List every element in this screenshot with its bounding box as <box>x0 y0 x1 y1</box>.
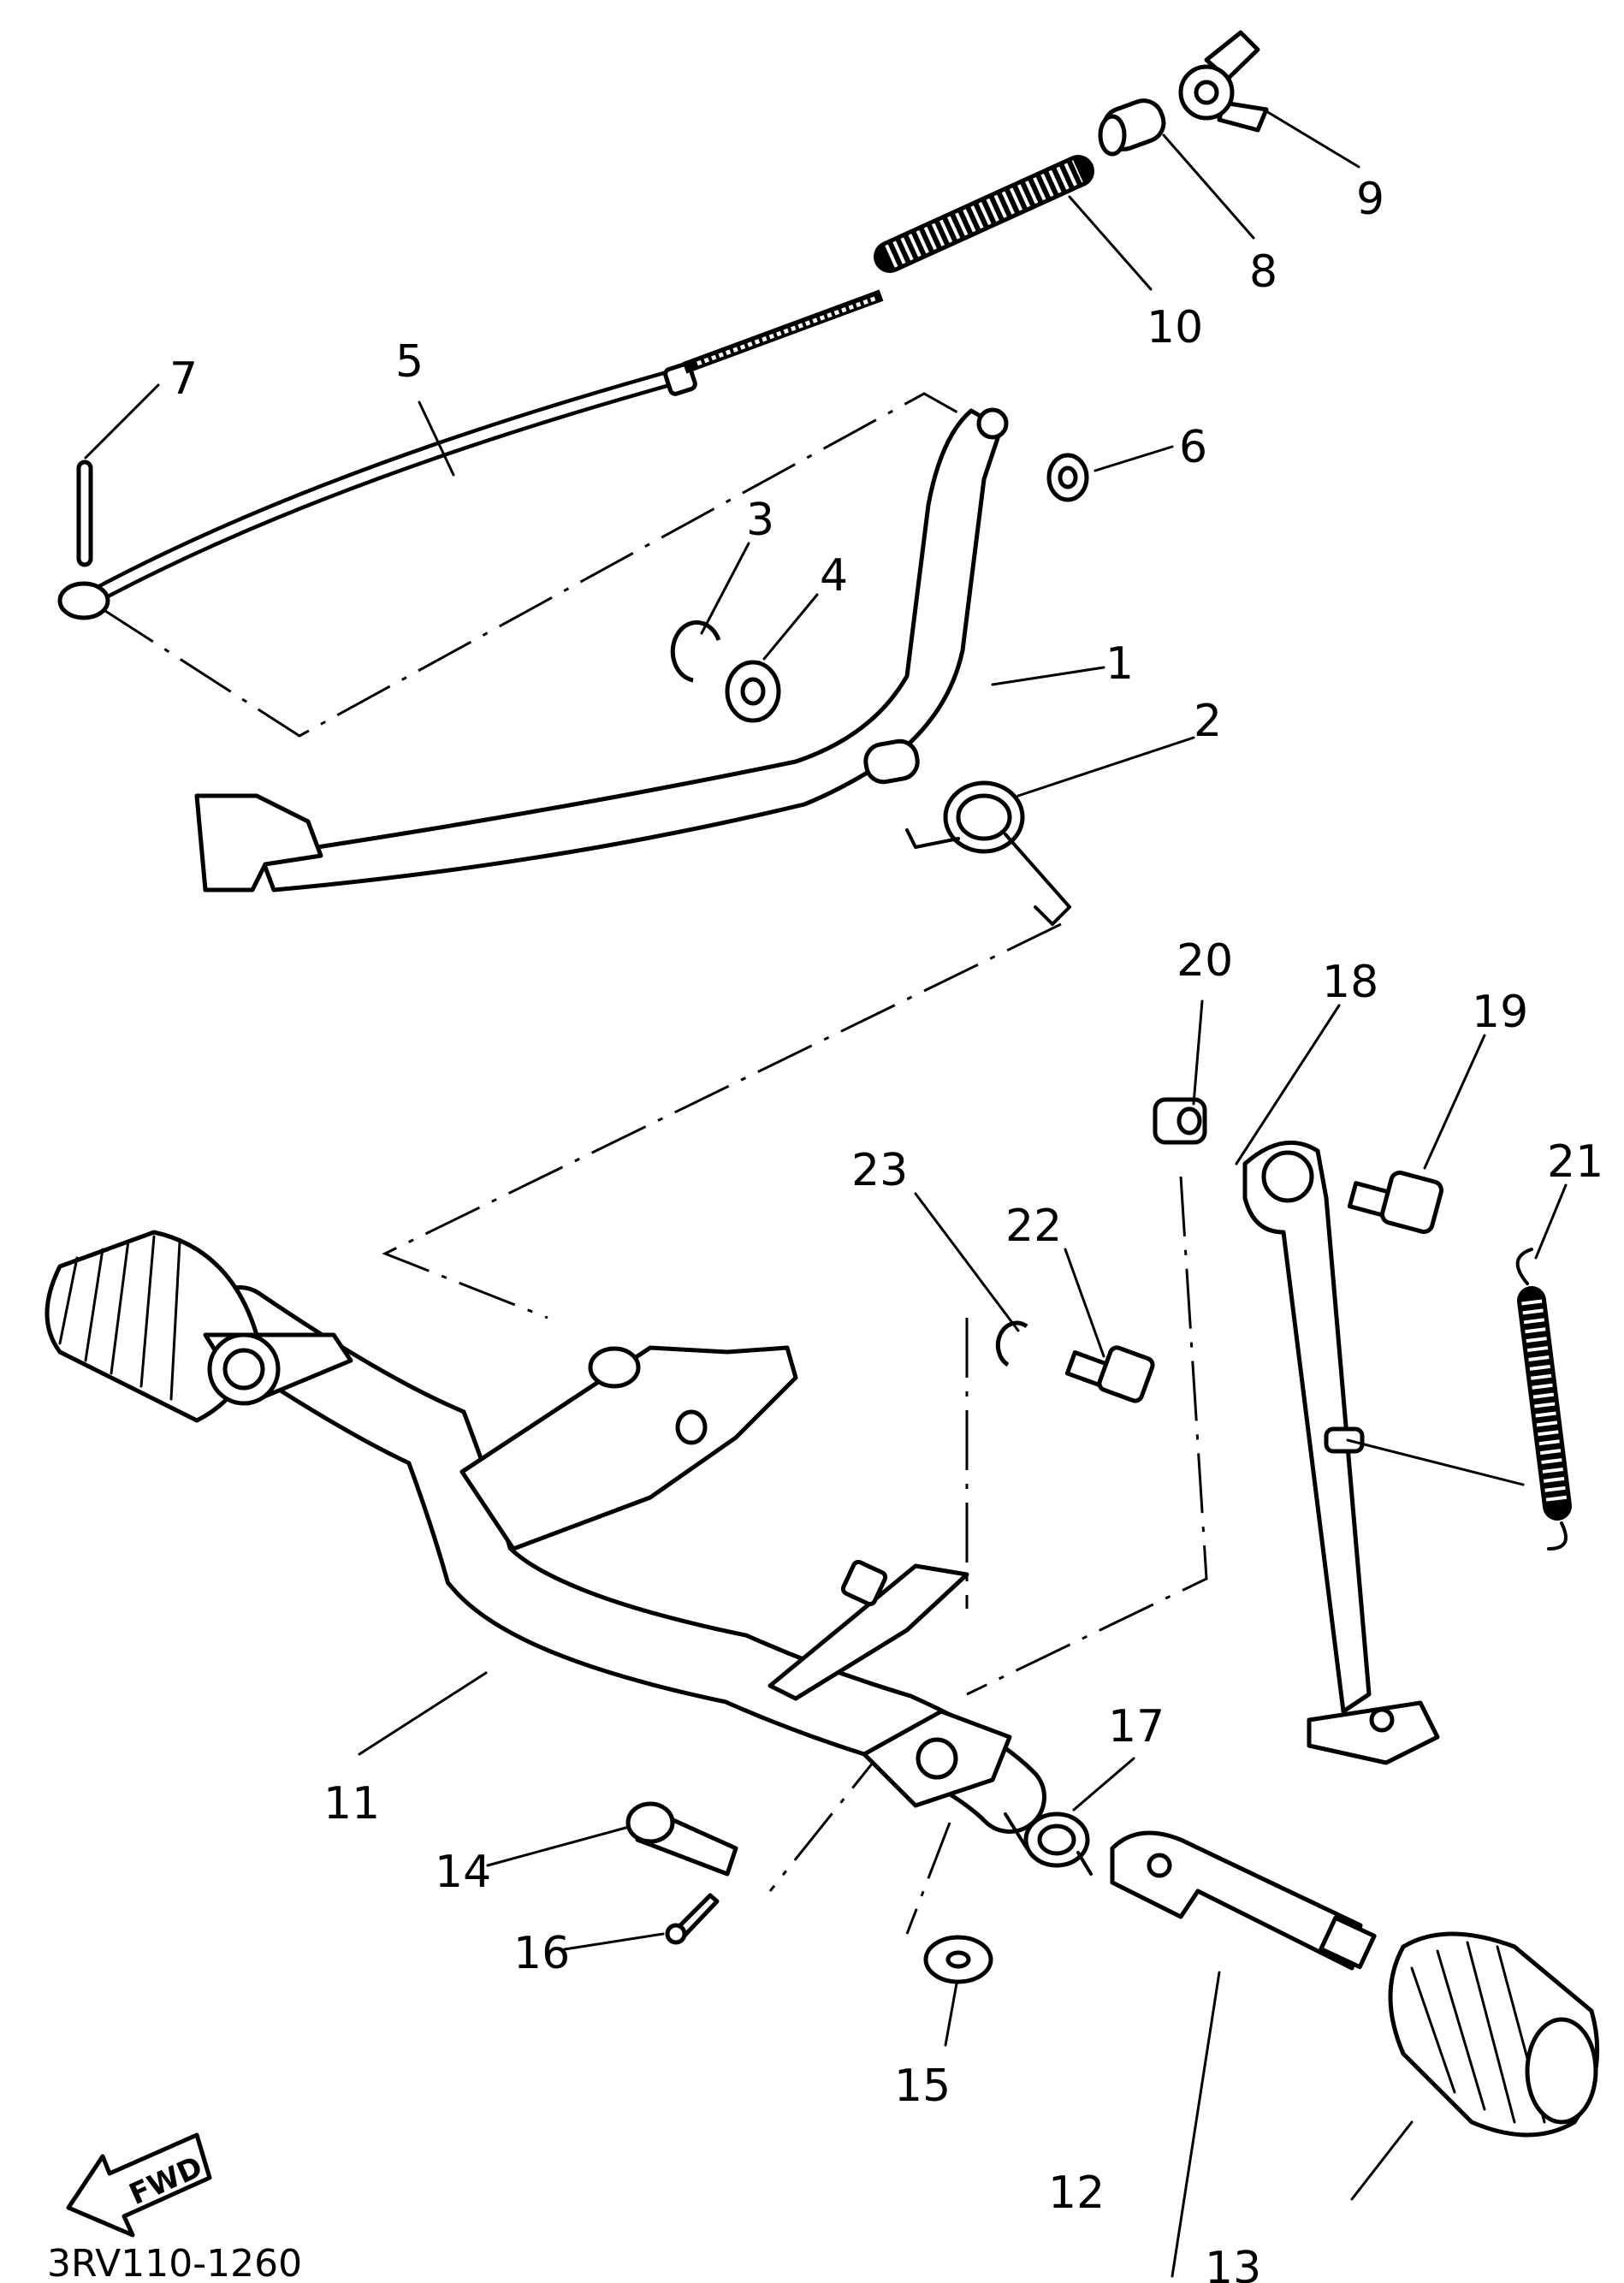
part-2-return-spring <box>905 780 1071 926</box>
forward-direction-arrow-icon: FWD <box>66 2132 212 2238</box>
callout-7: 7 <box>169 353 198 405</box>
callout-1: 1 <box>1105 638 1134 690</box>
callout-8: 8 <box>1249 246 1277 298</box>
callout-13: 13 <box>1205 2243 1261 2283</box>
callout-12: 12 <box>1048 2167 1105 2219</box>
callout-numbers: 1 2 3 4 5 6 7 8 9 10 11 12 13 14 15 16 1… <box>169 174 1603 2283</box>
callout-23: 23 <box>851 1145 908 1196</box>
callout-15: 15 <box>894 2061 951 2112</box>
callout-17: 17 <box>1108 1701 1165 1752</box>
part-15-washer <box>923 1935 993 1984</box>
part-16-cotter-pin <box>665 1893 720 1945</box>
assembly-lines <box>102 392 1208 1935</box>
part-1-brake-pedal <box>194 407 1009 892</box>
callout-2: 2 <box>1194 696 1222 747</box>
callout-9: 9 <box>1356 174 1384 225</box>
part-11-footrest-bar <box>203 1285 1046 1834</box>
footrest-rubber-left <box>44 1230 353 1423</box>
part-6-washer <box>1046 453 1089 502</box>
part-19-bolt <box>1347 1171 1443 1234</box>
callout-19: 19 <box>1472 987 1528 1038</box>
callout-6: 6 <box>1179 422 1207 473</box>
part-7-cotter-pin <box>76 460 93 567</box>
part-21-spring <box>1515 1248 1572 1551</box>
part-3-circlip <box>670 620 721 683</box>
part-20-nut <box>1153 1097 1207 1145</box>
part-5-brake-rod <box>57 289 884 620</box>
part-17-spring <box>1004 1812 1093 1876</box>
part-10-spring <box>874 155 1094 273</box>
part-12-footrest-bracket <box>1110 1830 1377 1971</box>
part-4-washer <box>725 660 781 723</box>
callout-21: 21 <box>1547 1136 1603 1188</box>
part-9-wing-nut <box>1178 30 1269 133</box>
callout-22: 22 <box>1005 1201 1062 1252</box>
callout-4: 4 <box>820 550 848 602</box>
callout-11: 11 <box>323 1778 380 1829</box>
callout-20: 20 <box>1177 935 1233 987</box>
part-23-washer <box>995 1320 1028 1367</box>
part-18-side-stand <box>1242 1140 1440 1765</box>
part-22-bolt <box>1064 1345 1155 1403</box>
drawing-code: 3RV110-1260 <box>47 2242 302 2283</box>
callout-16: 16 <box>513 1928 570 1979</box>
callout-5: 5 <box>395 336 424 388</box>
callout-10: 10 <box>1147 302 1203 353</box>
part-13-footrest-rubber <box>1388 1931 1600 2138</box>
leader-lines <box>84 110 1568 2278</box>
callout-14: 14 <box>435 1847 491 1898</box>
part-14-pin <box>625 1801 738 1877</box>
part-8-joint <box>1098 98 1166 157</box>
callout-18: 18 <box>1322 957 1378 1008</box>
callout-3: 3 <box>746 495 774 546</box>
